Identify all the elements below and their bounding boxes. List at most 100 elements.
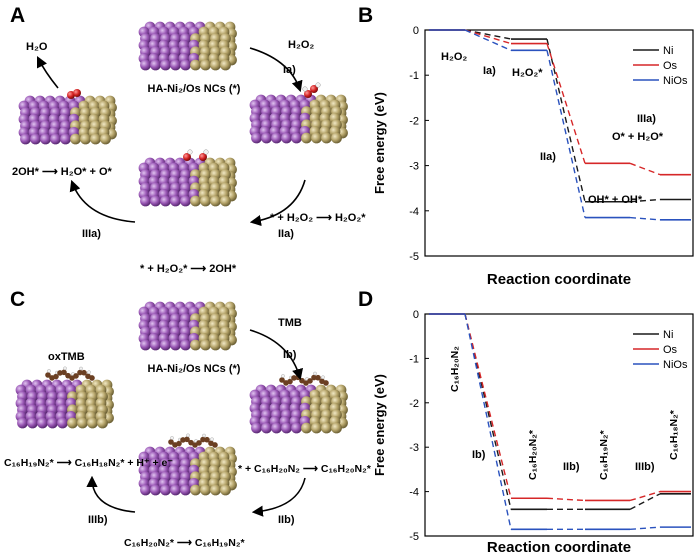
arrow-c-1 (249, 329, 303, 381)
transition-nios (546, 50, 586, 218)
transition-ni (546, 38, 586, 202)
nickel-atom (301, 132, 312, 144)
y-tick-label: -4 (409, 487, 419, 499)
hydrogen-atom (281, 374, 285, 378)
metal-atom (47, 417, 58, 429)
metal-atom (50, 133, 61, 145)
nickel-atom (80, 133, 91, 145)
transition-ni (629, 198, 661, 203)
slab-a-top (138, 21, 237, 71)
carbon-atom (200, 436, 206, 443)
carbon-atom (176, 440, 182, 447)
carbon-atom (184, 436, 190, 443)
metal-atom (57, 417, 68, 429)
hydrogen-atom (313, 371, 317, 376)
chart-d: 0-1-2-3-4-5 Reaction coordinate Free ene… (372, 309, 694, 554)
y-axis-title-b: Free energy (eV) (372, 92, 387, 194)
nickel-atom (220, 59, 231, 71)
hydrogen-atom (186, 433, 190, 438)
transition-os (546, 43, 586, 164)
state-label-d-1: C₁₆H₂₀N₂* (527, 429, 539, 480)
y-tick-label: -5 (409, 531, 419, 543)
carbon-atom (212, 442, 218, 448)
hydrogen-atom (63, 366, 67, 371)
step-iia-label: IIa) (278, 228, 294, 240)
eq3-label-a: 2OH* ⟶ H₂O* + O* (12, 166, 113, 178)
nickel-atom (311, 422, 322, 434)
metal-atom (160, 195, 171, 207)
hydrogen-atom (187, 149, 193, 155)
metal-atom (281, 422, 292, 434)
panel-label-c: C (10, 288, 25, 311)
eq2-label-a: * + H₂O₂* ⟶ 2OH* (140, 263, 237, 275)
transition-os (629, 162, 661, 176)
metal-atom (140, 195, 151, 207)
y-axis-title-d: Free energy (eV) (372, 374, 387, 476)
metal-atom (180, 339, 191, 351)
slab-c-bottom (138, 433, 237, 496)
nickel-atom (220, 339, 231, 351)
slab-a-right (249, 82, 348, 144)
state-label-d-3: C₁₆H₁₈N₂* (668, 409, 680, 460)
panel-label-b: B (358, 4, 373, 27)
legend-label-ni: Ni (663, 45, 673, 57)
y-ticks-b: 0-1-2-3-4-5 (409, 25, 429, 263)
product-label-a: H₂O (26, 41, 48, 53)
y-tick-label: -4 (409, 206, 419, 218)
y-tick-label: -3 (409, 442, 419, 454)
nickel-atom (70, 133, 81, 145)
nickel-atom (331, 132, 342, 144)
metal-atom (37, 417, 48, 429)
nickel-atom (331, 422, 342, 434)
transition-os (464, 29, 512, 45)
slab-c-top (138, 301, 237, 351)
catalyst-label-c: HA-Ni₂/Os NCs (*) (148, 363, 241, 375)
nickel-atom (87, 417, 98, 429)
x-axis-title-b: Reaction coordinate (487, 271, 631, 288)
nickel-atom (210, 195, 221, 207)
oxygen-atom (73, 89, 81, 97)
eq2-label-c: C₁₆H₂₀N₂* ⟶ C₁₆H₁₉N₂* (124, 537, 245, 549)
hydrogen-atom (170, 436, 174, 440)
hydrogen-atom (302, 86, 308, 92)
metal-atom (20, 133, 31, 145)
nickel-atom (190, 339, 201, 351)
eq3-label-c: C₁₆H₁₉N₂* ⟶ C₁₆H₁₈N₂* + H⁺ + e⁻ (4, 457, 173, 469)
arrow-a-2 (249, 179, 306, 227)
nickel-atom (190, 484, 201, 496)
transition-nios (629, 526, 661, 531)
carbon-atom (73, 373, 79, 379)
metal-atom (261, 132, 272, 144)
nickel-atom (311, 132, 322, 144)
metal-atom (180, 59, 191, 71)
transition-os (546, 497, 586, 502)
chart-b: 0-1-2-3-4-5 Reaction coordinate Free ene… (372, 25, 694, 288)
carbon-atom (89, 375, 95, 381)
carbon-atom (77, 369, 83, 376)
carbon-atom (279, 377, 285, 383)
transition-ni (464, 29, 512, 40)
cycle-c: HA-Ni₂/Os NCs (*) TMB oxTMB Ib) IIb) III… (4, 301, 372, 549)
nickel-atom (321, 132, 332, 144)
metal-atom (251, 422, 262, 434)
metal-atom (140, 484, 151, 496)
carbon-atom (45, 372, 51, 378)
metal-atom (180, 195, 191, 207)
y-tick-label: -2 (409, 398, 419, 410)
oxygen-atom (199, 153, 207, 161)
carbon-atom (61, 369, 67, 376)
metal-atom (150, 339, 161, 351)
metal-atom (40, 133, 51, 145)
metal-atom (150, 59, 161, 71)
transition-nios (464, 313, 512, 530)
hydrogen-atom (202, 433, 206, 438)
hydrogen-atom (79, 366, 83, 371)
oxygen-atom (304, 90, 312, 98)
y-tick-label: -1 (409, 70, 419, 82)
metal-atom (30, 133, 41, 145)
catalyst-label-a: HA-Ni₂/Os NCs (*) (148, 83, 241, 95)
arrow-c-2 (251, 477, 306, 517)
plot-frame-b (424, 29, 694, 257)
nickel-atom (220, 484, 231, 496)
